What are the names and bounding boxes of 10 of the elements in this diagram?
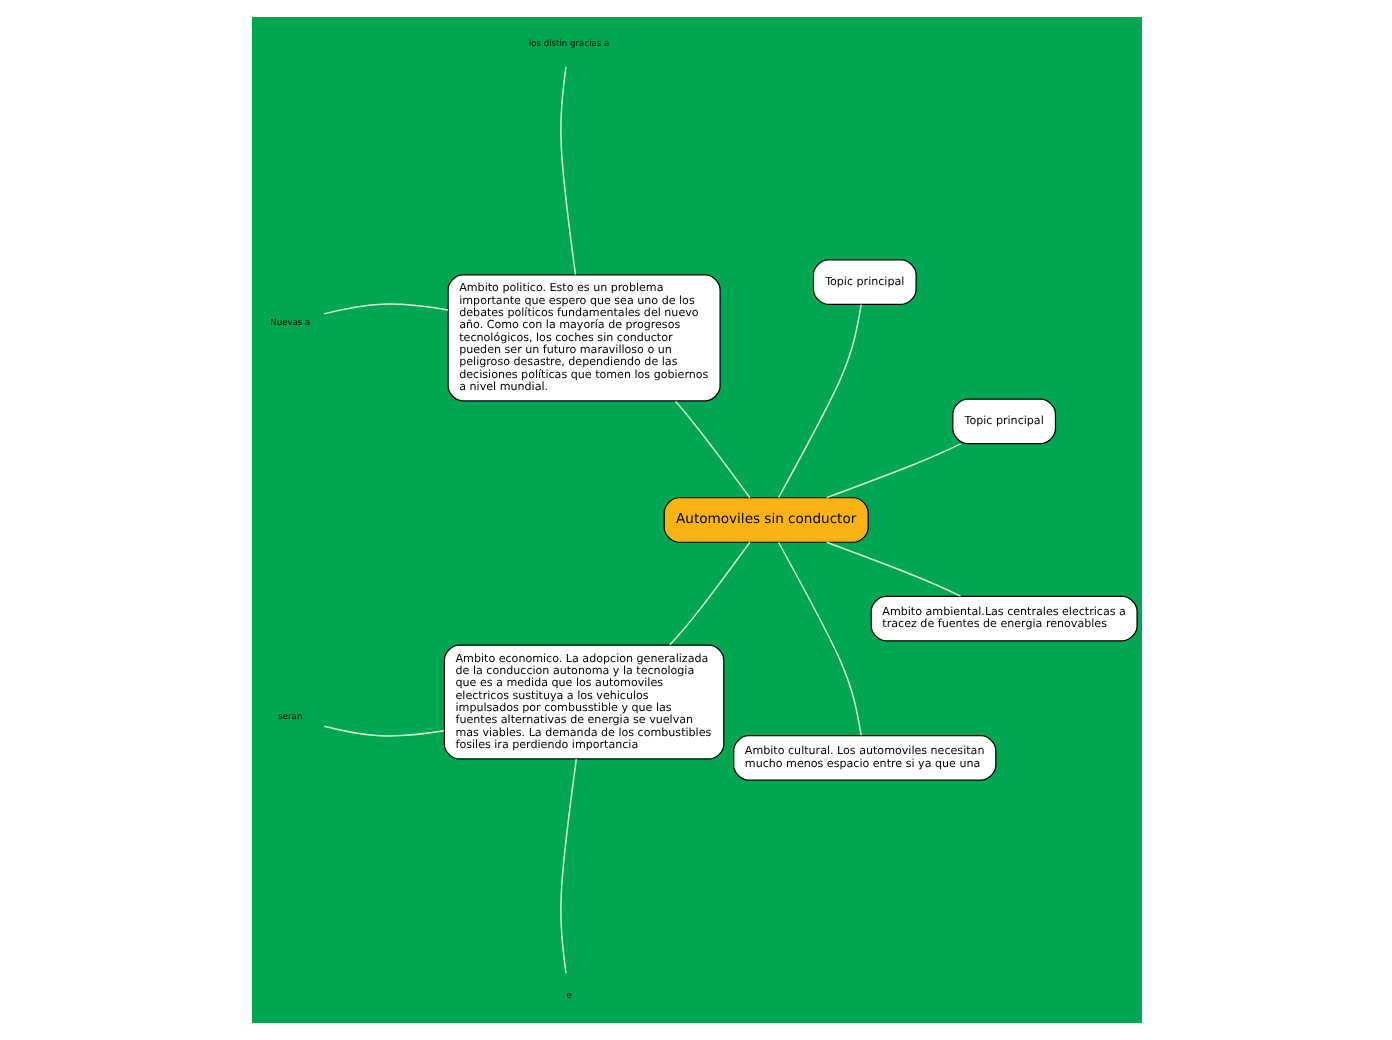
connector (322, 725, 444, 737)
connector (776, 303, 861, 499)
connector (824, 541, 961, 597)
connector (776, 541, 861, 737)
connector (322, 303, 448, 315)
connector (673, 400, 750, 499)
connector (559, 66, 576, 276)
connector (559, 758, 577, 975)
connector (668, 541, 750, 646)
connector (824, 443, 961, 499)
